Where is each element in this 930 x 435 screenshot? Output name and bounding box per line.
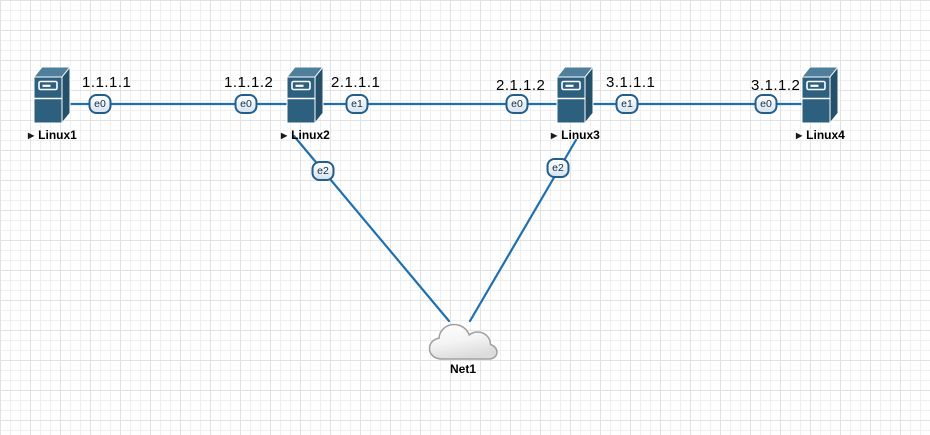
interface-badge-e0: e0	[88, 94, 112, 114]
play-icon: ▶	[551, 131, 558, 140]
ip-label-1-1-1-1[interactable]: 1.1.1.1	[82, 74, 132, 91]
server-icon-side	[314, 65, 324, 125]
server-icon-side	[61, 65, 71, 125]
node-net1[interactable]: Net1	[427, 319, 499, 376]
cloud-icon	[428, 323, 498, 360]
server-drive-slot-dash	[565, 84, 574, 87]
node-linux1[interactable]: ▶Linux1	[28, 64, 77, 142]
server-drive-slot-dash	[295, 84, 304, 87]
server-drive-slot	[561, 80, 581, 91]
node-name: Linux4	[806, 128, 845, 142]
node-label[interactable]: Net1	[427, 362, 499, 376]
server-icon	[800, 65, 840, 125]
play-icon: ▶	[796, 131, 803, 140]
server-icon-side	[584, 65, 594, 125]
server-icon	[555, 65, 595, 125]
node-name: Net1	[449, 362, 476, 376]
server-drive-slot-dash	[810, 84, 819, 87]
ip-label-3-1-1-1[interactable]: 3.1.1.1	[606, 74, 656, 91]
interface-badge-e0: e0	[754, 94, 778, 114]
interface-badge-e2: e2	[546, 158, 570, 178]
interface-badge-e1: e1	[615, 94, 639, 114]
server-icon	[285, 65, 325, 125]
ip-label-2-1-1-1[interactable]: 2.1.1.1	[331, 74, 381, 91]
ip-label-1-1-1-2[interactable]: 1.1.1.2	[224, 74, 274, 91]
node-name: Linux3	[561, 128, 600, 142]
play-icon: ▶	[281, 131, 288, 140]
interface-badge-e1: e1	[345, 94, 369, 114]
interface-badge-e0: e0	[234, 94, 258, 114]
server-icon	[32, 65, 72, 125]
server-drive-slot	[291, 80, 311, 91]
node-label[interactable]: ▶Linux2	[281, 128, 330, 142]
node-linux3[interactable]: ▶Linux3	[551, 64, 600, 142]
server-drive-slot	[38, 80, 58, 91]
server-drive-slot-dash	[42, 84, 51, 87]
node-linux2[interactable]: ▶Linux2	[281, 64, 330, 142]
ip-label-3-1-1-2[interactable]: 3.1.1.2	[751, 77, 801, 94]
server-drive-slot	[806, 80, 826, 91]
node-label[interactable]: ▶Linux1	[28, 128, 77, 142]
play-icon: ▶	[28, 131, 35, 140]
cloud-shape	[428, 323, 498, 360]
server-icon-side	[829, 65, 839, 125]
node-linux4[interactable]: ▶Linux4	[796, 64, 845, 142]
ip-label-2-1-1-2[interactable]: 2.1.1.2	[496, 77, 546, 94]
node-label[interactable]: ▶Linux3	[551, 128, 600, 142]
interface-badge-e2: e2	[311, 161, 335, 181]
node-name: Linux1	[38, 128, 77, 142]
interface-badge-e0: e0	[505, 94, 529, 114]
node-name: Linux2	[291, 128, 330, 142]
node-label[interactable]: ▶Linux4	[796, 128, 845, 142]
